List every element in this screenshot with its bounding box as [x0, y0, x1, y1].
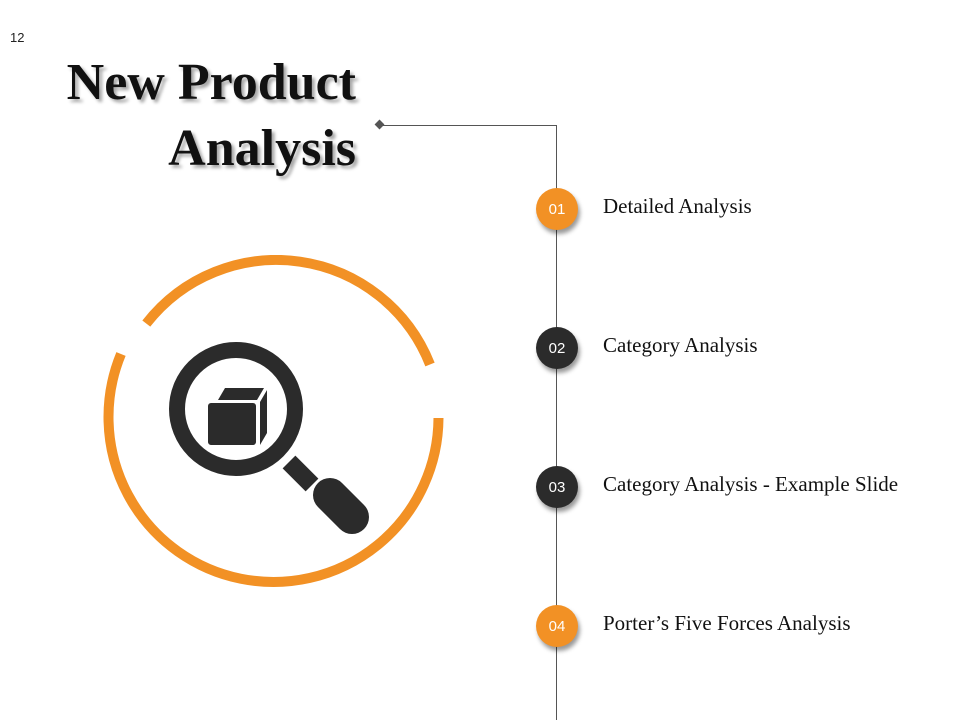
slide-number: 12: [10, 30, 25, 45]
step-label-4: Porter’s Five Forces Analysis: [603, 611, 851, 635]
title-line-1: New Product: [66, 54, 356, 111]
orange-ring-arc: [142, 255, 435, 367]
step-label-3: Category Analysis - Example Slide: [603, 472, 899, 496]
step-badge-3: 03: [536, 466, 578, 508]
step-badge-4: 04: [536, 605, 578, 647]
step-badge-1: 01: [536, 188, 578, 230]
step-badge-2: 02: [536, 327, 578, 369]
orange-ring-arc: [103, 352, 444, 587]
page-title: New Product Analysis: [67, 50, 356, 182]
title-line-2: Analysis: [168, 120, 356, 177]
connector-line: [380, 125, 556, 126]
magnifier-with-box-icon: [103, 255, 444, 587]
timeline-line: [556, 125, 557, 720]
step-label-2: Category Analysis: [603, 333, 758, 357]
step-label-1: Detailed Analysis: [603, 194, 752, 218]
